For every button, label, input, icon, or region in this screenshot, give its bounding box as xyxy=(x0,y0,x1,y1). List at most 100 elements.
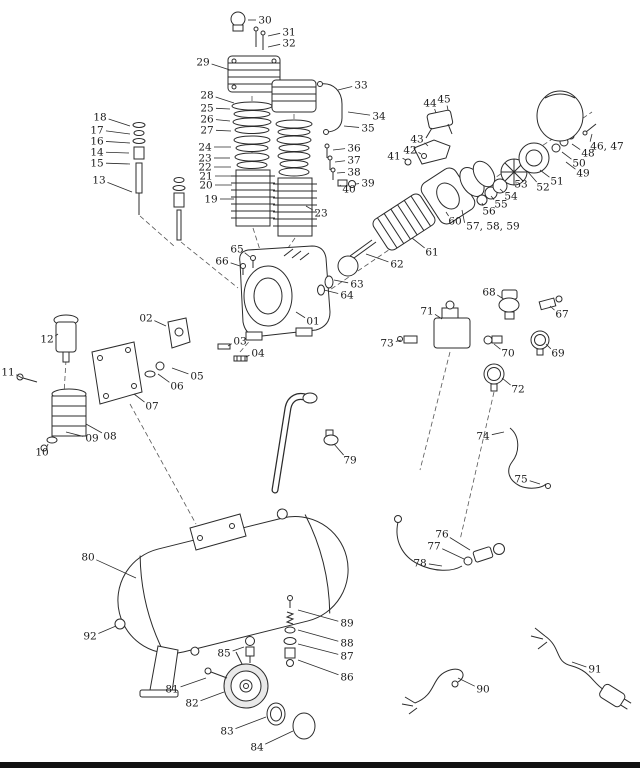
callout-22: 22 xyxy=(198,162,211,174)
callout-leader-07 xyxy=(133,393,145,403)
callout-08: 08 xyxy=(103,431,116,443)
callout-leader-64 xyxy=(323,289,339,294)
gauge-small xyxy=(530,330,550,356)
callout-23: 23 xyxy=(198,153,211,165)
callout-89: 89 xyxy=(340,618,353,630)
callout-10: 10 xyxy=(35,447,48,459)
callout-62: 62 xyxy=(390,259,403,271)
callout-52: 52 xyxy=(536,182,549,194)
callout-leader-75 xyxy=(529,480,541,485)
callout-leader-26 xyxy=(215,119,231,122)
callout-09: 09 xyxy=(85,433,98,445)
callout-leader-89 xyxy=(297,609,339,622)
crankcase-screws xyxy=(240,255,256,275)
tank-mount-plate xyxy=(189,513,247,551)
callout-40: 40 xyxy=(342,184,355,196)
callout-leader-57-58-59 xyxy=(461,209,465,223)
callout-90: 90 xyxy=(476,684,489,696)
callout-leader-04 xyxy=(245,354,250,358)
callout-leader-28 xyxy=(215,96,235,104)
callout-leader-78 xyxy=(428,563,443,567)
callout-leader-92 xyxy=(98,625,117,634)
callout-leader-17 xyxy=(105,130,131,135)
oil-tube-parts xyxy=(132,122,186,241)
callout-70: 70 xyxy=(501,348,514,360)
callout-82: 82 xyxy=(185,698,198,710)
callout-leader-38 xyxy=(336,172,346,174)
callout-37: 37 xyxy=(347,155,360,167)
callout-19: 19 xyxy=(204,194,217,206)
motor-parts xyxy=(420,90,597,225)
drain-valve xyxy=(245,636,255,663)
axle-bolt xyxy=(204,667,228,679)
callout-74: 74 xyxy=(476,431,490,443)
power-cord-plug xyxy=(530,627,632,710)
drain-plug xyxy=(114,618,126,630)
callout-leader-03 xyxy=(227,343,232,347)
callout-leader-51 xyxy=(539,169,550,178)
callout-26: 26 xyxy=(200,114,214,126)
callout-55: 55 xyxy=(494,199,507,211)
callout-04: 04 xyxy=(251,348,265,360)
callout-leader-54 xyxy=(499,188,504,193)
callout-88: 88 xyxy=(340,638,353,650)
callout-leader-68 xyxy=(496,294,503,299)
crankshaft xyxy=(317,239,377,296)
head-bolts-fittings xyxy=(324,143,356,188)
callout-35: 35 xyxy=(361,123,374,135)
fitting-67 xyxy=(538,295,563,311)
callout-33: 33 xyxy=(354,80,367,92)
callout-85: 85 xyxy=(217,648,230,660)
hub-cap xyxy=(266,702,286,726)
rotor xyxy=(372,193,436,251)
callout-leader-40 xyxy=(339,184,342,187)
callout-leader-65 xyxy=(244,252,251,258)
callout-12: 12 xyxy=(40,334,53,346)
callout-leader-48 xyxy=(571,143,581,150)
callout-leader-37 xyxy=(334,160,346,163)
callout-78: 78 xyxy=(413,558,426,570)
callout-57-58-59: 57, 58, 59 xyxy=(466,221,519,233)
callout-leader-18 xyxy=(108,118,131,127)
callout-leader-33 xyxy=(337,86,353,91)
callout-leader-87 xyxy=(297,643,339,655)
callout-43: 43 xyxy=(410,134,423,146)
callout-leader-83 xyxy=(235,716,267,730)
callout-51: 51 xyxy=(550,176,563,188)
callout-leader-79 xyxy=(333,443,344,456)
callout-16: 16 xyxy=(90,136,104,148)
callout-03: 03 xyxy=(233,336,246,348)
callout-18: 18 xyxy=(93,112,106,124)
callout-44: 44 xyxy=(423,98,437,110)
callout-50: 50 xyxy=(572,158,585,170)
callout-39: 39 xyxy=(361,178,374,190)
callout-36: 36 xyxy=(347,143,361,155)
end-cap-ring xyxy=(292,712,316,740)
callout-45: 45 xyxy=(437,94,450,106)
callout-67: 67 xyxy=(555,309,568,321)
callout-leader-01 xyxy=(295,311,306,319)
callout-leader-86 xyxy=(297,659,339,676)
callout-73: 73 xyxy=(380,338,393,350)
callout-20: 20 xyxy=(199,180,212,192)
callout-leader-12 xyxy=(54,333,59,337)
callout-41: 41 xyxy=(387,151,400,163)
callout-49: 49 xyxy=(576,168,589,180)
handle xyxy=(271,392,318,494)
callout-06: 06 xyxy=(170,381,184,393)
callout-leader-63 xyxy=(333,279,349,284)
callout-17: 17 xyxy=(90,125,103,137)
callout-leader-60 xyxy=(445,211,449,217)
callout-leader-80 xyxy=(96,559,137,579)
callout-31: 31 xyxy=(282,27,295,39)
callout-leader-41 xyxy=(402,157,407,161)
scan-edge-strip xyxy=(0,762,640,768)
callout-28: 28 xyxy=(200,90,213,102)
callout-leader-32 xyxy=(267,43,281,48)
leg xyxy=(139,645,179,698)
callout-56: 56 xyxy=(482,206,496,218)
callout-72: 72 xyxy=(511,384,524,396)
callout-79: 79 xyxy=(343,455,356,467)
callout-53: 53 xyxy=(514,179,527,191)
